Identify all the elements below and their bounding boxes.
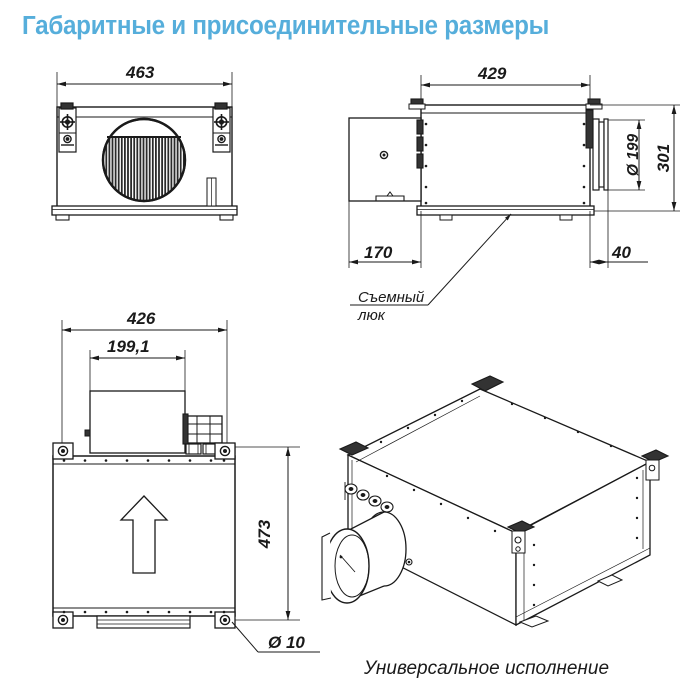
view-side-elevation	[348, 75, 680, 306]
page-title: Габаритные и присоединительные размеры	[22, 12, 550, 40]
fan-grille-icon	[101, 117, 187, 203]
view-isometric-3d	[321, 375, 670, 628]
dimension-label-473: 473	[255, 519, 274, 549]
view-top-plan	[52, 320, 320, 653]
leader-hole-diameter	[231, 621, 320, 653]
note-removable-hatch-line2: люк	[357, 307, 386, 324]
dimension-label-199-1: 199,1	[107, 337, 150, 356]
iso-corner-latches	[338, 375, 670, 554]
dimension-label-429: 429	[477, 64, 507, 83]
dimension-426	[61, 320, 228, 450]
dimension-diameter-199	[608, 119, 645, 191]
dimension-label-hole-10: Ø 10	[268, 633, 305, 652]
dimension-473	[235, 446, 300, 621]
caption-universal-design: Универсальное исполнение	[363, 658, 609, 679]
dimension-40	[589, 190, 648, 268]
duct-spigot	[592, 118, 609, 191]
dimension-170	[348, 201, 422, 268]
latch-bracket-right	[212, 102, 231, 153]
iso-cable-glands	[344, 482, 394, 513]
dimension-199-1	[89, 350, 186, 396]
corner-mount-brackets	[52, 442, 236, 629]
dimension-label-301: 301	[654, 144, 673, 172]
dimension-label-463: 463	[125, 63, 155, 82]
leader-removable-hatch	[350, 213, 512, 306]
iso-round-duct	[321, 511, 413, 604]
dimension-label-40: 40	[611, 243, 631, 262]
airflow-arrow-icon	[119, 495, 169, 574]
dimension-label-170: 170	[364, 243, 393, 262]
terminal-block	[182, 413, 223, 445]
latch-bracket-left	[58, 102, 77, 153]
dimension-label-diameter-199: Ø 199	[625, 134, 642, 177]
dimension-label-426: 426	[126, 309, 156, 328]
note-removable-hatch-line1: Съемный	[358, 289, 425, 306]
electrical-box	[348, 117, 422, 202]
view-front-elevation	[51, 72, 238, 221]
